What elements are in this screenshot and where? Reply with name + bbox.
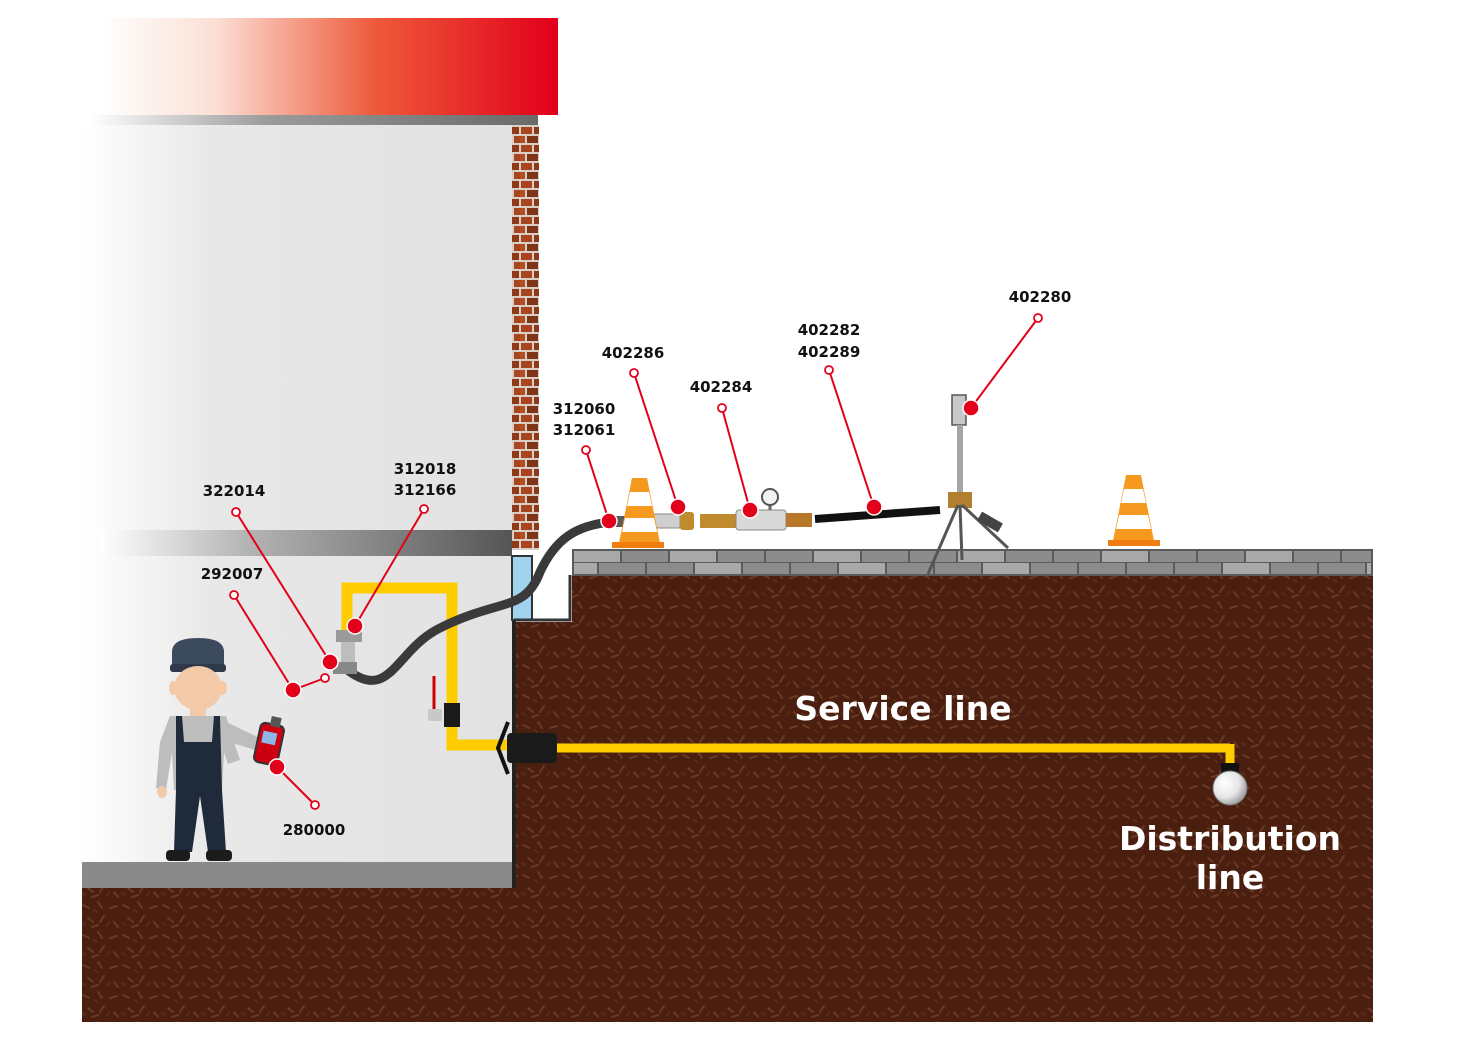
paving-stone: [862, 551, 908, 562]
house-gas-pipe: [341, 582, 508, 751]
paving-stone: [983, 563, 1029, 574]
callout-322014-dot: [321, 653, 339, 671]
paving-stone: [1342, 551, 1371, 562]
callout-402284: 402284: [690, 378, 759, 519]
callout-280000-dot: [268, 758, 286, 776]
paving-stone: [1223, 563, 1269, 574]
wall-sleeve: [507, 733, 557, 763]
callout-312060-label-2: 312061: [553, 421, 616, 439]
callout-402280-label: 402280: [1009, 288, 1072, 306]
callout-402280-dot: [962, 399, 980, 417]
callout-402280: 402280: [962, 288, 1072, 417]
paving-stone: [766, 551, 812, 562]
callout-322014: 322014: [203, 482, 339, 671]
callout-292007-label: 292007: [201, 565, 264, 583]
distribution-line-label-1: Distribution: [1119, 819, 1341, 858]
paving-stone: [814, 551, 860, 562]
paving-stone: [574, 563, 597, 574]
service-line-label: Service line: [794, 689, 1011, 728]
paving-stone: [887, 563, 933, 574]
paving-stone: [1367, 563, 1371, 574]
callout-312060-label-1: 312060: [553, 400, 616, 418]
paving-stone: [695, 563, 741, 574]
paving-stone: [791, 563, 837, 574]
paving-stone: [1102, 551, 1148, 562]
distribution-line-pipe: [1212, 770, 1248, 806]
callout-280000-label: 280000: [283, 821, 346, 839]
basement-floor: [82, 862, 514, 888]
paving-stone: [935, 563, 981, 574]
test-hose: [340, 517, 617, 685]
house-wall: [82, 125, 512, 865]
paving-stone: [1294, 551, 1340, 562]
paving-stone: [1079, 563, 1125, 574]
callout-402286-label: 402286: [602, 344, 665, 362]
callout-312018-label-1: 312018: [394, 460, 457, 478]
paving-stone: [1175, 563, 1221, 574]
callout-402286-dot: [669, 498, 687, 516]
traffic-cone-right: [1108, 475, 1160, 546]
quick-coupling-set: [651, 512, 694, 530]
paving-stone: [1150, 551, 1196, 562]
paving-stone: [1006, 551, 1052, 562]
paving-stone: [599, 563, 645, 574]
callout-402282: 402282 402289: [798, 321, 883, 516]
wall-flange: [495, 721, 510, 775]
paving-stone: [622, 551, 668, 562]
paving-stone: [1031, 563, 1077, 574]
brick-facade: [512, 125, 539, 550]
callout-312018: 312018 312166: [346, 460, 457, 635]
paving-stone: [1319, 563, 1365, 574]
eave: [90, 115, 538, 125]
distribution-line-label-2: line: [1196, 858, 1265, 897]
paving-stone: [718, 551, 764, 562]
paving-stone: [670, 551, 716, 562]
paving-stone: [1054, 551, 1100, 562]
callout-402284-label: 402284: [690, 378, 753, 396]
paving-stone: [647, 563, 693, 574]
roof-band: [100, 18, 558, 115]
callout-312060: 312060 312061: [553, 400, 618, 530]
flow-meter-assembly: [700, 488, 812, 531]
paving-stone: [574, 551, 620, 562]
callout-322014-label: 322014: [203, 482, 266, 500]
callout-402284-dot: [741, 501, 759, 519]
paving-stone: [1198, 551, 1244, 562]
paving-stone: [1246, 551, 1292, 562]
valve-handle: [428, 709, 442, 721]
callout-292007-dot: [284, 681, 302, 699]
callout-312018-dot: [346, 617, 364, 635]
paving-stone: [743, 563, 789, 574]
callout-402282-dot: [865, 498, 883, 516]
technician: [156, 638, 272, 861]
house-shutoff-valve: [444, 703, 460, 727]
paving-stone: [839, 563, 885, 574]
callout-402286: 402286: [602, 344, 687, 516]
callout-280000: 280000: [268, 758, 346, 839]
callout-312018-label-2: 312166: [394, 481, 457, 499]
paving-stone: [958, 551, 1004, 562]
traffic-cone-left: [612, 478, 664, 548]
paving-stone: [1127, 563, 1173, 574]
vent-tripod: [926, 394, 1010, 575]
gas-detector-device: [253, 715, 285, 767]
callout-402282-label-1: 402282: [798, 321, 861, 339]
pavement: [572, 549, 1373, 576]
shaft-edge: [514, 575, 572, 622]
paving-stone: [1271, 563, 1317, 574]
floor-slab: [100, 530, 512, 556]
paving-stone: [910, 551, 956, 562]
callout-292007: 292007: [201, 565, 330, 699]
callout-402282-label-2: 402289: [798, 343, 861, 361]
soil: [82, 575, 1373, 1022]
callout-312060-dot: [600, 512, 618, 530]
